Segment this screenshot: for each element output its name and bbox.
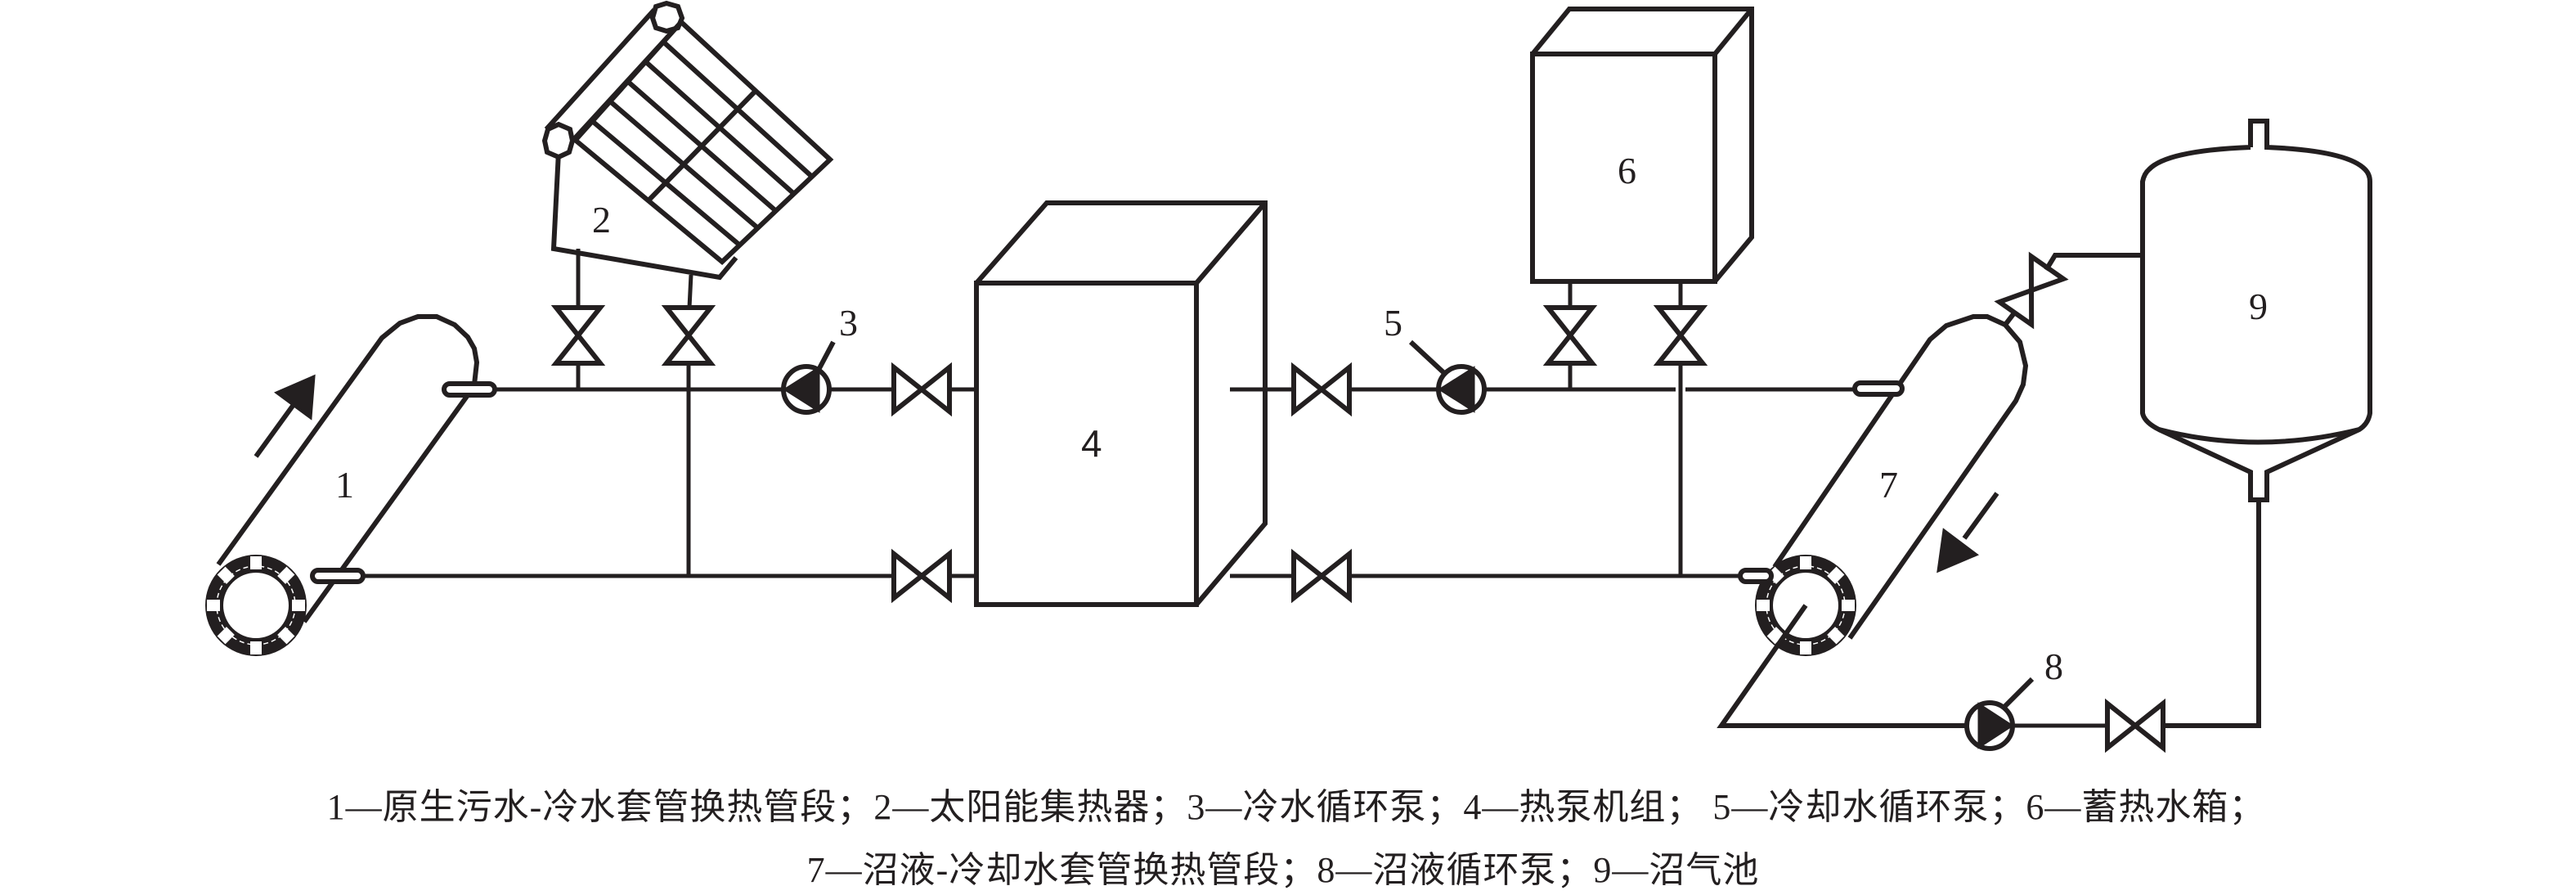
label-7: 7 — [1879, 464, 1898, 506]
inlet-stub — [1852, 380, 1905, 397]
digestate-cooling-water-heat-exchanger: 7 — [1717, 251, 2143, 728]
label-2: 2 — [592, 199, 611, 241]
collector-valve-left — [556, 308, 600, 363]
digester-feed-valve — [1994, 251, 2069, 330]
storage-tank-valve-left — [1548, 308, 1592, 363]
cooling-water-loop-piping — [1230, 281, 1855, 598]
condenser-return-valve — [1294, 554, 1349, 598]
heat-pump-unit: 4 — [974, 200, 1268, 607]
collector-valve-right — [666, 308, 711, 363]
caption-line-1: 1—原生污水-冷水套管换热管段；2—太阳能集热器；3—冷水循环泵；4—热泵机组；… — [326, 787, 2266, 827]
flow-arrow-down-icon — [1936, 492, 1999, 573]
pipe-cross-section-icon — [204, 554, 307, 657]
inlet-stub — [310, 568, 366, 584]
digestate-pump: 8 — [1964, 500, 2261, 751]
outlet-stub — [442, 381, 497, 398]
caption-line-2: 7—沼液-冷却水套管换热管段；8—沼液循环泵；9—沼气池 — [806, 850, 1760, 890]
label-5: 5 — [1384, 302, 1402, 344]
label-9: 9 — [2249, 286, 2268, 327]
evaporator-supply-valve — [894, 367, 949, 412]
condenser-supply-valve — [1294, 367, 1349, 412]
outlet-stub — [1738, 568, 1774, 584]
label-1: 1 — [335, 464, 354, 506]
sewage-cold-water-heat-exchanger: 1 — [204, 314, 497, 657]
label-6: 6 — [1618, 150, 1636, 191]
evaporator-return-valve — [894, 554, 949, 598]
cold-water-loop-piping — [363, 249, 976, 598]
heat-storage-tank: 6 — [1530, 7, 1754, 284]
digestate-valve — [2107, 704, 2163, 748]
storage-tank-valve-right — [1658, 308, 1703, 363]
cooling-water-pump: 5 — [1384, 302, 1487, 415]
label-8: 8 — [2044, 645, 2063, 687]
flow-arrow-up-icon — [254, 374, 316, 458]
solar-collector: 2 — [541, 0, 834, 281]
label-3: 3 — [839, 302, 858, 344]
biogas-digester: 9 — [2140, 119, 2372, 502]
collector-tubes — [590, 39, 815, 248]
label-4: 4 — [1081, 422, 1102, 465]
chilled-water-pump: 3 — [781, 302, 858, 415]
